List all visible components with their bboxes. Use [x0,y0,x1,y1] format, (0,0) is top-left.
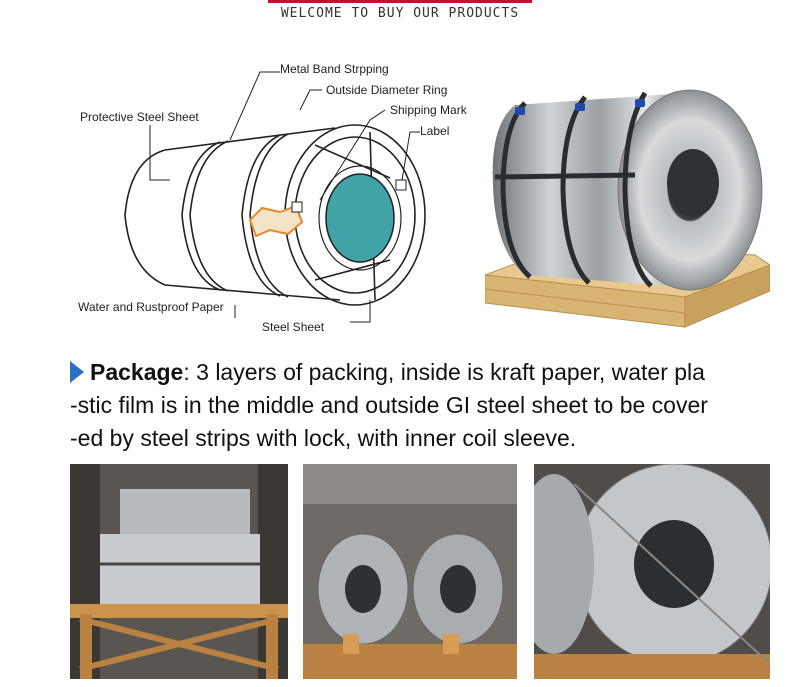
package-line-2: -stic film is in the middle and outside … [70,392,708,418]
coil-diagram-drawing [124,71,426,323]
label-label: Label [420,124,450,138]
label-metal-band: Metal Band Strpping [280,62,389,76]
package-text-1: 3 layers of packing, inside is kraft pap… [196,359,705,385]
arrow-right-icon [70,361,84,383]
container-photo-1 [70,464,288,679]
package-colon: : [183,359,197,385]
container-photo-3 [534,464,770,679]
container-photo-2 [303,464,517,679]
package-line-1: Package: 3 layers of packing, inside is … [70,356,780,389]
coil-in-container-illustration [70,464,288,679]
packaging-diagram: Metal Band Strpping Outside Diameter Rin… [70,50,490,350]
packed-coil-photo [485,65,770,343]
package-line-3: -ed by steel strips with lock, with inne… [70,425,577,451]
label-water-paper: Water and Rustproof Paper [78,300,224,314]
label-shipping-mark: Shipping Mark [390,103,467,117]
two-coils-illustration [303,464,517,679]
package-description: Package: 3 layers of packing, inside is … [70,356,780,455]
label-protective-sheet: Protective Steel Sheet [80,110,199,124]
coil-on-pallet-illustration [485,89,770,328]
welcome-banner: WELCOME TO BUY OUR PRODUCTS [280,6,520,21]
header-accent-rule [268,0,532,3]
loading-photos [70,464,770,679]
coil-closeup-illustration [534,464,770,679]
package-title: Package [90,359,184,385]
label-steel-sheet: Steel Sheet [262,320,325,334]
label-outside-ring: Outside Diameter Ring [326,83,448,97]
